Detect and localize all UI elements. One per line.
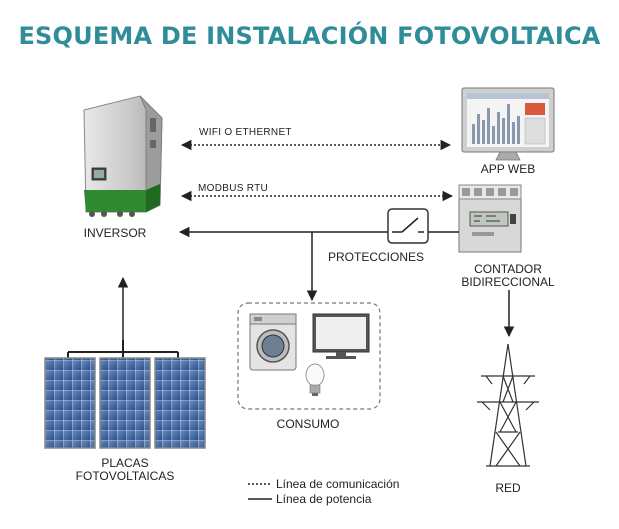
inverter-icon — [83, 95, 163, 217]
inverter-label: INVERSOR — [83, 226, 147, 240]
protections-label: PROTECCIONES — [327, 250, 424, 264]
meter-icon — [458, 184, 522, 253]
meter-label-line2: BIDIRECCIONAL — [461, 275, 555, 289]
legend-communication-label: Línea de comunicación — [276, 477, 400, 491]
consumption-box — [237, 302, 381, 410]
meter-label-line1: CONTADOR — [474, 262, 542, 276]
grid-label: RED — [495, 481, 521, 495]
legend-power-label: Línea de potencia — [276, 492, 372, 506]
television-icon — [312, 313, 370, 359]
panels-label-line2: FOTOVOLTAICAS — [75, 469, 175, 483]
solar-panels-icon — [44, 340, 206, 449]
app-web-label: APP WEB — [480, 162, 536, 176]
monitor-icon — [461, 87, 555, 161]
washing-machine-icon — [249, 313, 297, 371]
modbus-link-label: MODBUS RTU — [198, 183, 269, 194]
panels-label-line1: PLACAS — [101, 456, 149, 470]
switch-icon — [387, 208, 429, 244]
power-tower-icon — [477, 343, 539, 467]
light-bulb-icon — [305, 363, 325, 396]
consumption-label: CONSUMO — [276, 417, 340, 431]
wifi-link-label: WIFI O ETHERNET — [199, 127, 292, 138]
page-title: ESQUEMA DE INSTALACIÓN FOTOVOLTAICA — [18, 22, 601, 50]
